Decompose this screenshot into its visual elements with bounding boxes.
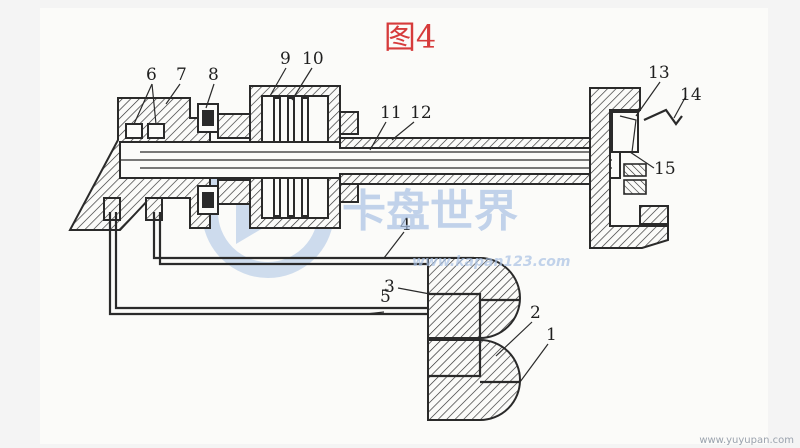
right-housing xyxy=(589,87,669,249)
label-5: 5 xyxy=(380,287,391,307)
watermark-brand: 卡盘世界 xyxy=(342,186,518,237)
valve-seat xyxy=(623,163,647,177)
right-bracket-bottom xyxy=(639,205,669,225)
label-3: 3 xyxy=(384,277,395,297)
pipe-4 xyxy=(152,212,474,260)
slide-block-a xyxy=(125,123,143,139)
valve-wire xyxy=(619,115,637,153)
label-12: 12 xyxy=(410,103,432,123)
joint-channel-upper xyxy=(428,292,520,338)
slide-block-b xyxy=(147,123,165,139)
label-4: 4 xyxy=(400,215,411,235)
pipe-5-inner xyxy=(114,212,474,310)
label-6: 6 xyxy=(146,65,157,85)
rotary-joint-upper xyxy=(427,257,521,339)
nut-upper xyxy=(339,111,359,135)
tube-wall-lower xyxy=(339,173,609,185)
joint-channel-lower xyxy=(428,340,520,384)
label-8: 8 xyxy=(208,65,219,85)
label-1: 1 xyxy=(546,325,557,345)
right-bracket-top xyxy=(643,108,683,126)
flange-upper xyxy=(217,113,253,139)
label-7: 7 xyxy=(176,65,187,85)
valve-chamber xyxy=(611,111,639,153)
tube-wall-upper xyxy=(339,137,609,149)
label-10: 10 xyxy=(302,49,324,69)
seal-ring xyxy=(623,179,647,195)
leader-lines xyxy=(133,67,687,383)
label-11: 11 xyxy=(380,103,402,123)
label-13: 13 xyxy=(648,63,670,83)
rotary-joint-lower xyxy=(427,339,521,421)
bearing-ball-upper xyxy=(202,110,214,126)
pipe-5 xyxy=(108,212,474,316)
flange-lower xyxy=(217,179,253,205)
label-14: 14 xyxy=(680,85,702,105)
port-fitting-a xyxy=(103,197,121,221)
label-2: 2 xyxy=(530,303,541,323)
corner-watermark: www.yuyupan.com xyxy=(699,435,794,446)
figure-title: 图4 xyxy=(383,18,437,56)
pipe-4-inner xyxy=(158,212,474,266)
label-9: 9 xyxy=(280,49,291,69)
watermark-url: www.kapan123.com xyxy=(412,254,570,270)
bearing-ball-lower xyxy=(202,192,214,208)
label-15: 15 xyxy=(654,159,676,179)
